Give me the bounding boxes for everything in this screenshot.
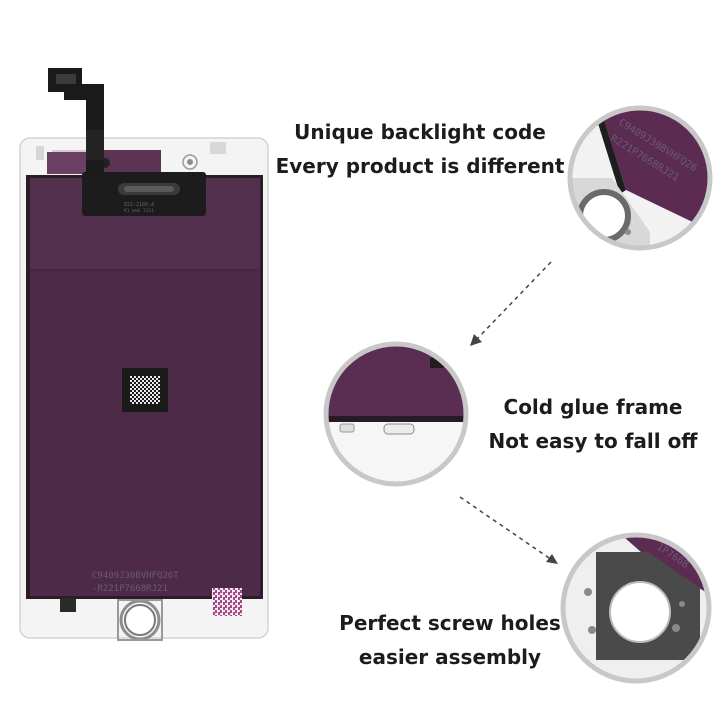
feature-subtitle: Every product is different: [275, 154, 565, 178]
zoom-glue-frame: [326, 344, 466, 484]
feature-subtitle: Not easy to fall off: [488, 429, 698, 453]
feature-title: Cold glue frame: [503, 395, 683, 419]
backlight-code-line-1: C9409J30BVHFQ26T: [92, 571, 179, 581]
feature-backlight-code: Unique backlight code Every product is d…: [270, 115, 570, 183]
connector-label-2: K1 mmb 7311: [124, 208, 154, 214]
zoom-backlight-code: C9409J30BVHFQ26 R221P7668RJ21: [570, 108, 710, 248]
pink-qr-sticker: [212, 588, 242, 616]
feature-title: Perfect screw holes: [339, 611, 561, 635]
feature-subtitle: easier assembly: [358, 645, 542, 669]
zoom-ring-middle: [323, 341, 469, 487]
zoom-ring-bottom: [560, 532, 712, 684]
connector-label-1: 821-2180-A: [124, 202, 154, 208]
pointer-arrow-2: [459, 496, 558, 564]
feature-screw-holes: Perfect screw holes easier assembly: [320, 606, 580, 674]
pointer-arrow-1: [470, 261, 552, 346]
backlight-code-line-2: -R221P7668RJ21: [92, 584, 168, 594]
feature-title: Unique backlight code: [294, 120, 546, 144]
lcd-screen-back: 821-2180-A K1 mmb 7311 C9409J30BVHFQ26T …: [19, 68, 269, 641]
feature-glue-frame: Cold glue frame Not easy to fall off: [478, 390, 708, 458]
zoom-ring-top: [567, 105, 713, 251]
